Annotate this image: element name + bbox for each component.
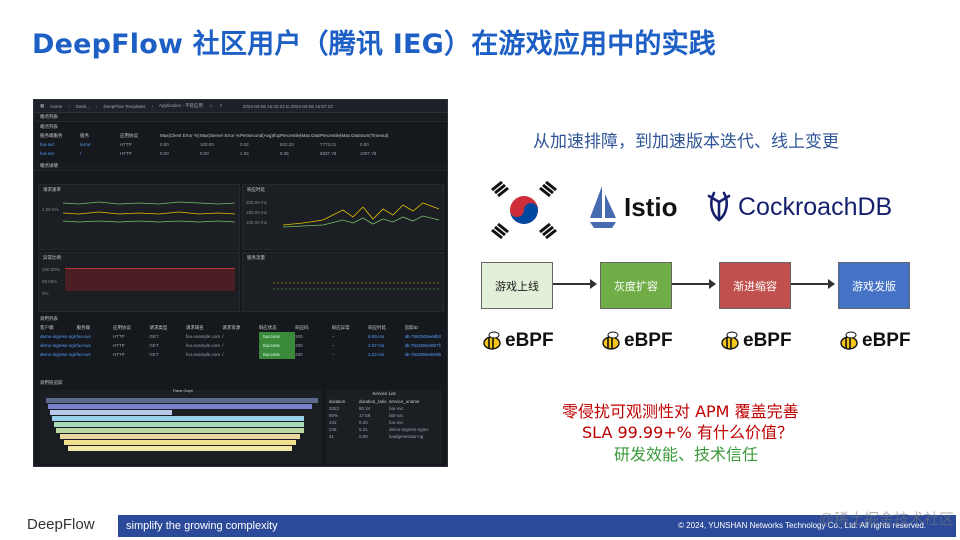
flow-arrow (553, 279, 597, 289)
slide-title: DeepFlow 社区用户（腾讯 IEG）在游戏应用中的实践 (32, 29, 717, 60)
istio-sail-icon (590, 186, 616, 228)
flow-step-release: 游戏发版 (838, 262, 910, 309)
dashboard-screenshot: ▦ Home › Dash... › DeepFlow Templates › … (33, 99, 448, 467)
flame-section-title: 调用链追踪 (40, 380, 63, 385)
flow-arrow (791, 279, 835, 289)
footer-bar: simplify the growing complexity © 2024, … (118, 515, 956, 537)
flame-bar[interactable] (48, 404, 312, 409)
dashboard-topbar: ▦ Home › Dash... › DeepFlow Templates › … (34, 100, 447, 113)
bee-icon (483, 331, 501, 350)
point-sla-value: SLA 99.99+% 有什么价值？ (582, 423, 793, 442)
bee-icon (721, 331, 739, 350)
response-latency-panel: 响应时延 200.00 ms 150.00 ms 100.00 ms (242, 184, 444, 250)
flow-step-gradual-scale-down: 渐进缩容 (719, 262, 791, 309)
star-icon[interactable]: ☆ (209, 103, 214, 108)
flame-bar[interactable] (54, 422, 304, 427)
flame-bar[interactable] (52, 416, 304, 421)
flow-step-launch: 游戏上线 (481, 262, 553, 309)
request-rate-panel: 请求速率 1.00 K/s (38, 184, 240, 250)
bee-icon (840, 331, 858, 350)
error-ratio-panel: 异常比例 100.00% 50.00% 0% (38, 252, 240, 312)
korea-flag-logo (486, 180, 562, 245)
request-rate-chart (62, 201, 236, 223)
point-efficiency-trust: 研发效能、技术信任 (614, 445, 759, 464)
response-latency-chart (282, 202, 440, 228)
grid-icon: ▦ (40, 103, 45, 108)
ebpf-logo: eBPF (600, 330, 673, 352)
section-endpoints[interactable]: 端点列表 (34, 113, 447, 122)
cockroach-icon (707, 191, 731, 222)
breadcrumb-templates[interactable]: DeepFlow Templates (103, 103, 146, 109)
footer-copyright: © 2024, YUNSHAN Networks Technology Co.,… (678, 521, 926, 530)
flame-bar[interactable] (46, 398, 318, 403)
ebpf-logo: eBPF (838, 330, 911, 352)
service-traffic-chart (273, 282, 439, 290)
flame-bar[interactable] (68, 446, 292, 451)
flame-graph: Flame Graph (40, 389, 322, 464)
footer-slogan: simplify the growing complexity (126, 520, 278, 532)
footer-deepflow-logo: DeepFlow (27, 516, 95, 533)
flame-bar[interactable] (56, 428, 304, 433)
slide-subtitle: 从加速排障，到加速版本迭代、线上变更 (533, 132, 839, 152)
breadcrumb-dash[interactable]: Dash... (75, 103, 91, 109)
flame-bar[interactable] (60, 434, 300, 439)
flow-step-canary-scale-up: 灰度扩容 (600, 262, 672, 309)
ebpf-logo: eBPF (719, 330, 792, 352)
service-traffic-panel: 服务流量 (242, 252, 444, 312)
sub-endpoints: 端点列表 (40, 124, 58, 129)
watermark: @稀土掘金技术社区 (818, 511, 954, 528)
ebpf-logo: eBPF (481, 330, 554, 352)
istio-logo: Istio (588, 184, 677, 230)
call-list-title: 调用列表 (40, 316, 58, 321)
cockroachdb-logo: CockroachDB (706, 190, 892, 224)
breadcrumb-app[interactable]: Application - 不错应用 (158, 103, 203, 108)
flow-arrow (672, 279, 716, 289)
section-detail[interactable]: 端点详情 (34, 162, 447, 171)
bee-icon (602, 331, 620, 350)
time-range[interactable]: 2024-03-08 16:42:23 to 2024-03-08 16:57:… (242, 103, 333, 109)
flame-bar[interactable] (64, 440, 296, 445)
share-icon[interactable]: ⇪ (219, 103, 223, 108)
call-header-row: 客户端服务端应用协议请求类型请求域名请求资源响应状态响应码响应异常响应时延追踪I… (40, 325, 419, 330)
point-apm-coverage: 零侵扰可观测性对 APM 覆盖完善 (562, 402, 799, 421)
error-ratio-area (65, 268, 235, 291)
breadcrumb-home[interactable]: Home (50, 103, 63, 109)
flame-bar[interactable] (50, 410, 172, 415)
